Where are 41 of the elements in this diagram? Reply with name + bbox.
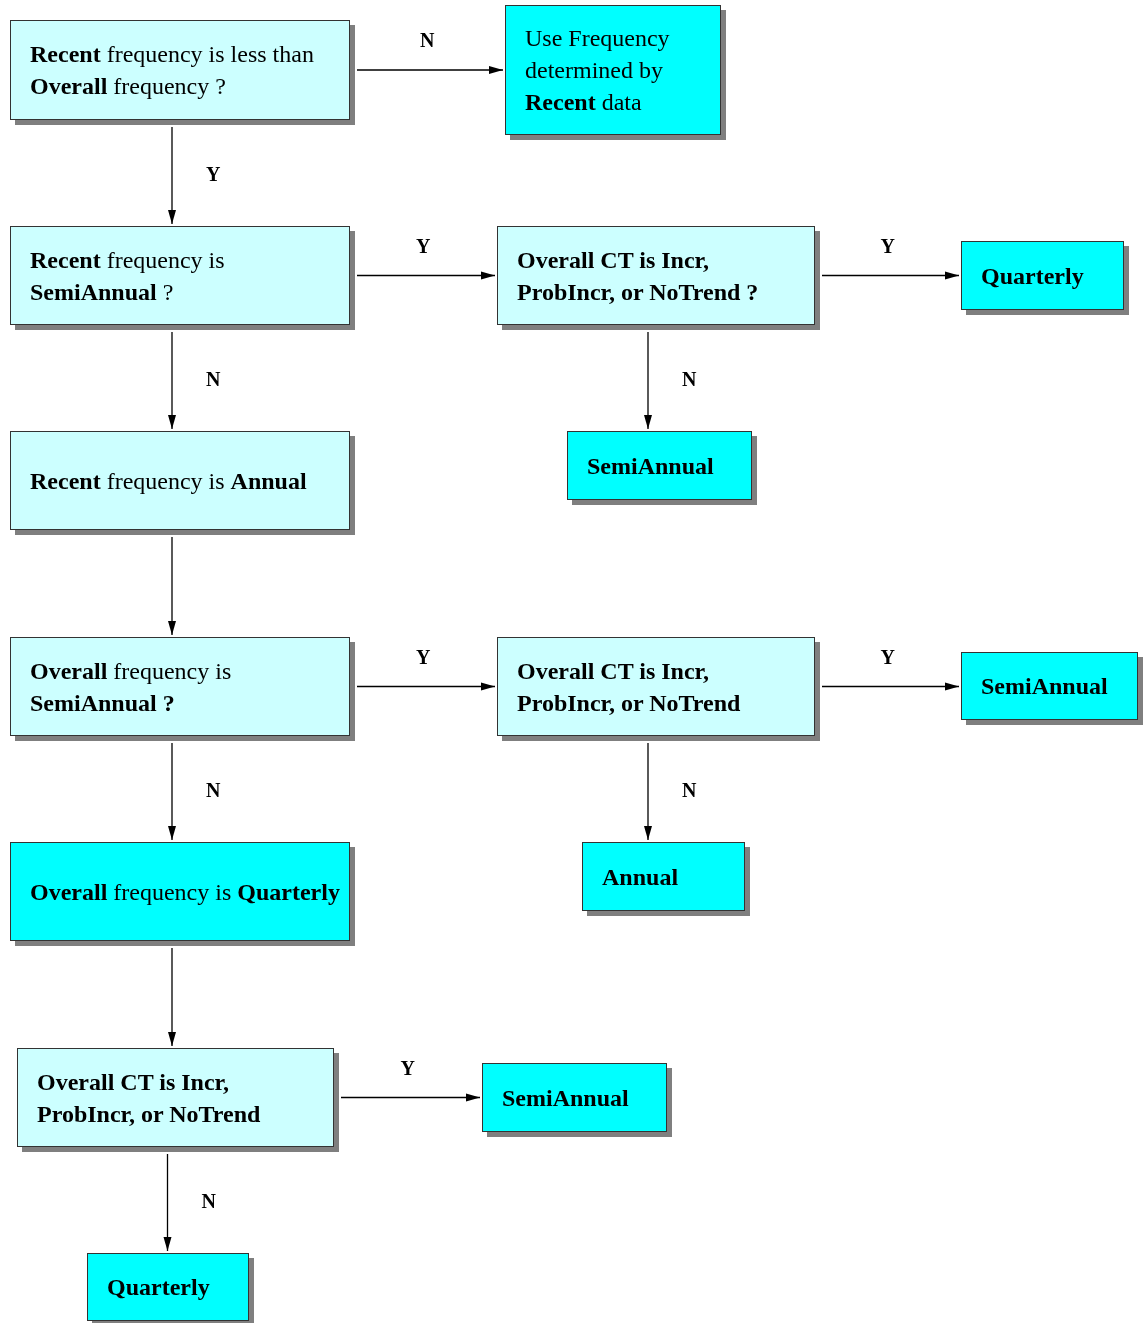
edge-label: N <box>682 366 697 391</box>
box-text: SemiAnnual <box>981 672 1109 701</box>
box-text: Use Frequency determined by Recent data <box>525 24 671 117</box>
box-text: SemiAnnual <box>502 1083 630 1113</box>
box-text: Annual <box>602 862 680 892</box>
box-text: Overall frequency is Quarterly <box>30 877 341 907</box>
arrow <box>821 682 960 691</box>
box-text: SemiAnnual <box>587 451 715 481</box>
edge-label: N <box>206 777 221 802</box>
arrow <box>356 682 496 691</box>
edge-label: N <box>420 28 435 52</box>
edge-label: N <box>201 1188 216 1213</box>
edge-label: Y <box>206 161 221 186</box>
edge-label: Y <box>880 644 895 669</box>
arrow <box>356 271 496 280</box>
edge-label: N <box>206 366 221 391</box>
arrow <box>821 271 960 280</box>
arrow <box>356 66 504 74</box>
box-text: Recent frequency is less than Overall frequency ? <box>30 40 315 101</box>
box-text: Overall CT is Incr, ProbIncr, or NoTrend <box>517 656 742 718</box>
box-text: Overall CT is Incr, ProbIncr, or NoTrend ? <box>517 245 760 307</box>
edge-label: Y <box>416 644 431 669</box>
box-text: Overall frequency is SemiAnnual ? <box>30 656 233 718</box>
box-text: Quarterly <box>107 1273 211 1302</box>
arrow <box>168 331 176 430</box>
edge-label: Y <box>416 233 431 258</box>
box-text: Recent frequency is SemiAnnual ? <box>30 245 226 307</box>
edge-label: Y <box>400 1055 415 1080</box>
edge-label: Y <box>880 233 895 258</box>
arrow <box>168 536 176 636</box>
box-text: Overall CT is Incr, ProbIncr, or NoTrend <box>37 1067 262 1129</box>
box-text: Recent frequency is Annual <box>30 466 308 496</box>
arrow <box>168 126 176 225</box>
arrow <box>168 947 176 1047</box>
arrow <box>644 331 652 430</box>
box-text: Quarterly <box>981 261 1085 291</box>
arrow <box>168 742 176 841</box>
arrow <box>340 1093 481 1102</box>
edge-label: N <box>682 777 697 802</box>
arrow <box>644 742 652 841</box>
arrow <box>163 1153 172 1252</box>
